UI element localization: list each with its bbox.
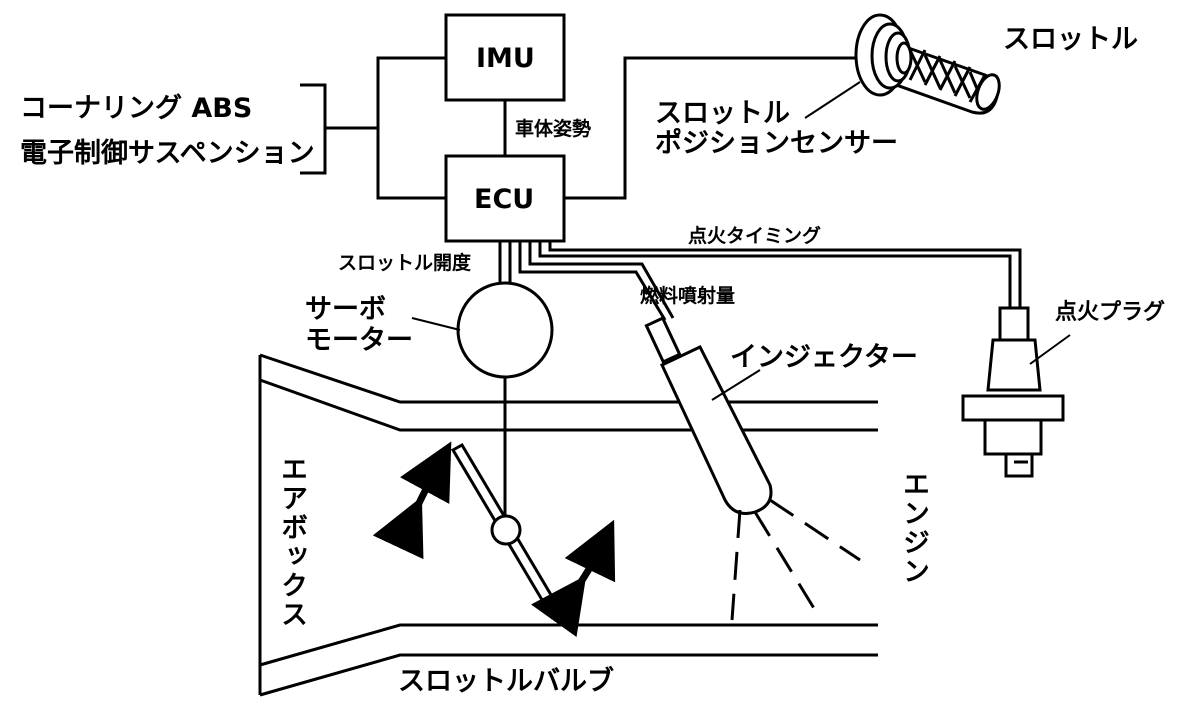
bus-line bbox=[376, 56, 446, 200]
injector-leader bbox=[711, 369, 761, 401]
ecu-label: ECU bbox=[474, 184, 535, 215]
body-posture-label: 車体姿勢 bbox=[515, 118, 592, 140]
airbox-label: エアボックス bbox=[276, 455, 307, 629]
servo-label-line1: サーボ bbox=[305, 294, 386, 325]
throttle-grip-label: スロットル bbox=[1003, 24, 1138, 55]
spark-plug bbox=[961, 306, 1065, 478]
engine-label: エンジン bbox=[898, 470, 929, 586]
tps-signal-line bbox=[564, 56, 860, 200]
throttle-valve-label: スロットルバルブ bbox=[398, 666, 614, 697]
rotation-arrow-lower bbox=[530, 519, 616, 638]
throttle-opening-label: スロットル開度 bbox=[338, 252, 472, 274]
tps-label-line2: ポジションセンサー bbox=[655, 128, 898, 159]
intake-tract bbox=[258, 353, 878, 697]
imu-label: IMU bbox=[476, 43, 535, 74]
injector-label: インジェクター bbox=[730, 342, 918, 373]
throttle-grip bbox=[886, 43, 1001, 115]
fuel-line-a bbox=[518, 241, 667, 321]
servo-label-line2: モーター bbox=[305, 325, 413, 356]
fuel-line-b bbox=[528, 241, 675, 319]
ignition-line-a bbox=[538, 241, 1012, 308]
servo-motor bbox=[456, 281, 554, 379]
fuel-injection-amount-label: 燃料噴射量 bbox=[640, 285, 736, 307]
tps-leader bbox=[804, 81, 861, 119]
electronic-suspension-label: 電子制御サスペンション bbox=[20, 138, 315, 169]
tps-label-line1: スロットル bbox=[655, 98, 790, 129]
cornering-abs-label: コーナリング ABS bbox=[20, 93, 253, 124]
ignition-timing-label: 点火タイミング bbox=[688, 225, 822, 247]
ecu-block bbox=[444, 154, 566, 243]
throttle-position-sensor bbox=[854, 13, 913, 97]
ignition-line-b bbox=[548, 241, 1022, 308]
fuel-spray bbox=[730, 498, 861, 621]
spark-plug-label: 点火プラグ bbox=[1055, 300, 1166, 325]
spark-plug-leader bbox=[1029, 334, 1071, 365]
servo-leader bbox=[411, 317, 461, 331]
rotation-arrow-upper bbox=[372, 441, 452, 560]
